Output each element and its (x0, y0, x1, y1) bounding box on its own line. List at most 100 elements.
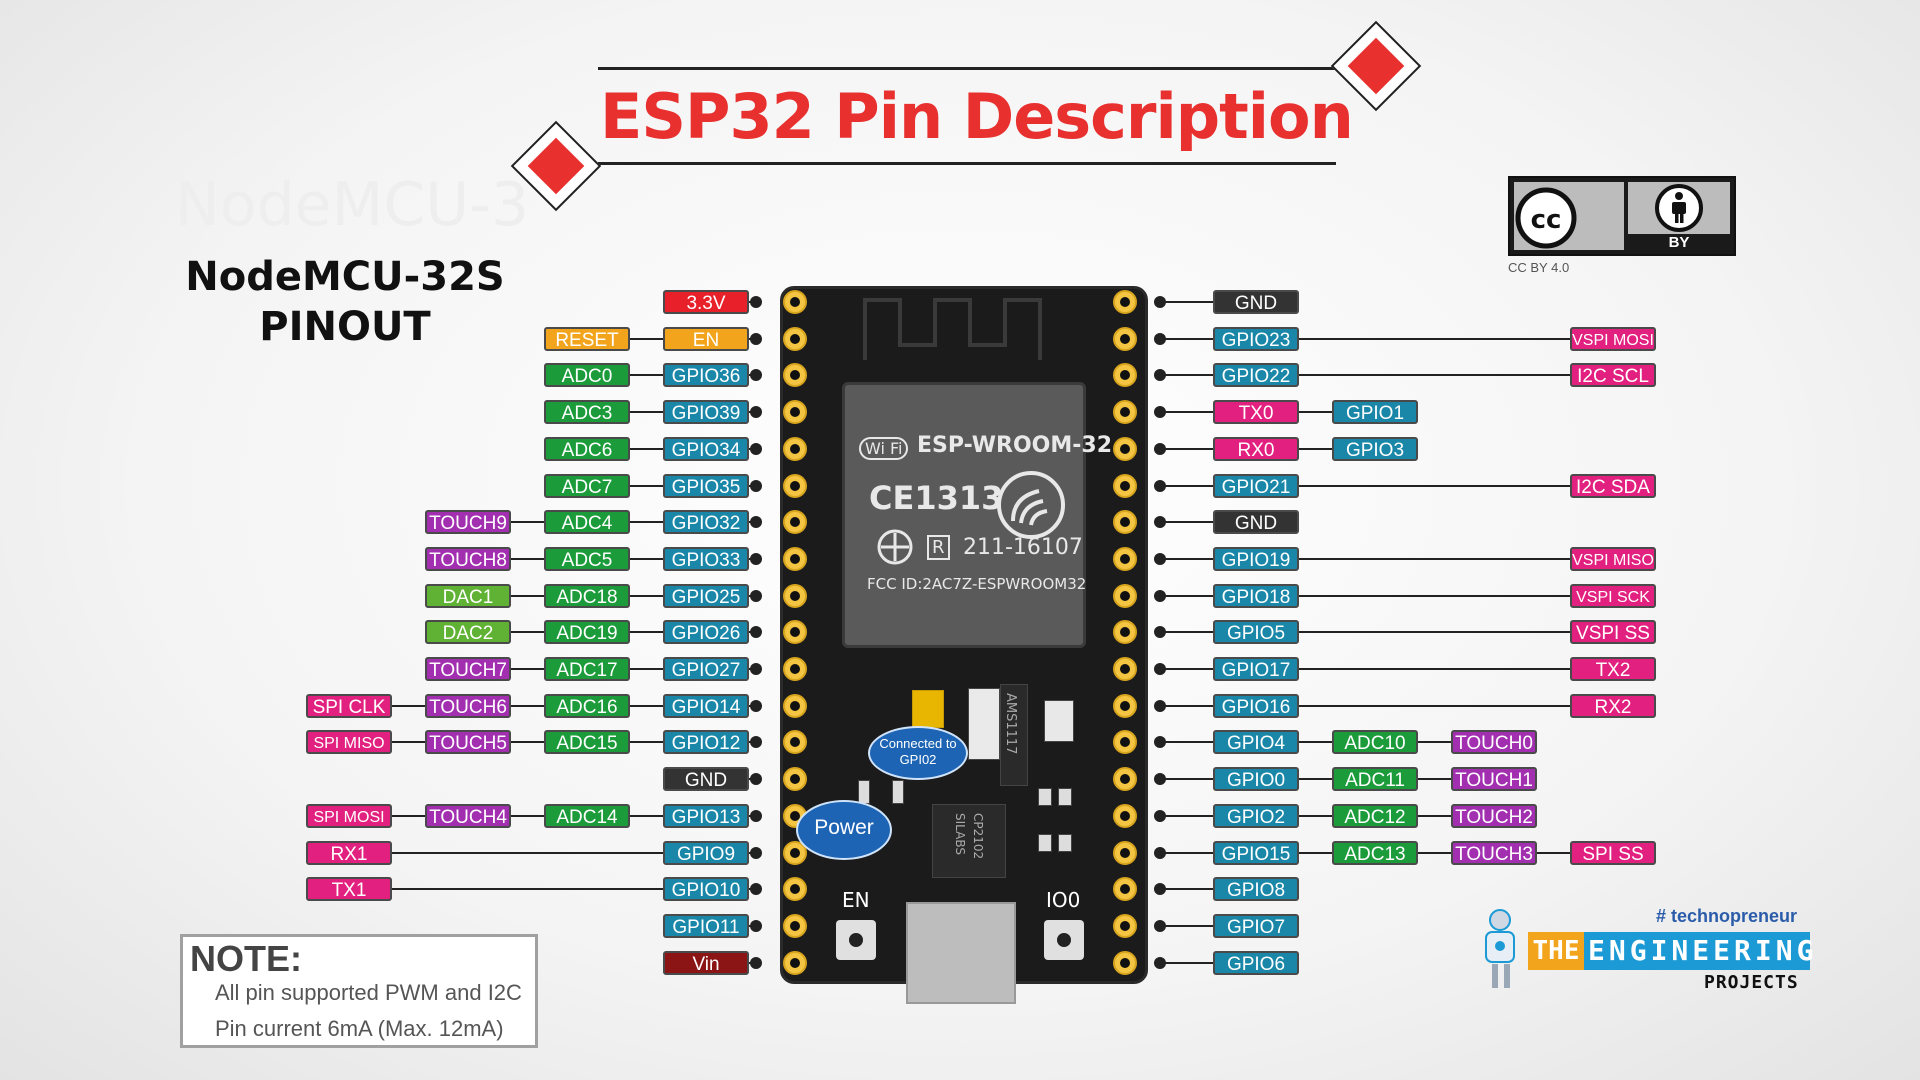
pin-connector-line (1160, 521, 1256, 524)
pin-label-gpio4: GPIO4 (1213, 730, 1299, 755)
header-pin-hole (783, 363, 807, 388)
pin-label-spi-miso: SPI MISO (306, 730, 392, 755)
smd-resistor (1038, 834, 1052, 852)
diamond-ornament-left (510, 120, 602, 212)
pin-connector-dot (1154, 809, 1166, 822)
io0-button[interactable] (1044, 920, 1084, 960)
pin-connector-dot (750, 332, 762, 345)
pin-connector-dot (750, 809, 762, 822)
pin-connector-dot (750, 442, 762, 455)
pin-connector-dot (1154, 956, 1166, 969)
pin-connector-dot (750, 626, 762, 639)
pin-connector-dot (1154, 296, 1166, 308)
header-pin-hole (1113, 657, 1137, 681)
en-button[interactable] (836, 920, 876, 960)
header-pin-hole (783, 326, 807, 351)
pin-connector-line (1160, 668, 1613, 670)
pin-connector-dot (1154, 369, 1166, 382)
header-pin-hole (783, 657, 807, 681)
subtitle-line-1: NodeMCU-32S (185, 254, 505, 300)
pin-connector-dot (750, 919, 762, 932)
svg-text:cc: cc (1531, 205, 1562, 235)
pin-label-gpio8: GPIO8 (1213, 877, 1299, 902)
pin-connector-dot (750, 296, 762, 308)
pin-connector-dot (750, 773, 762, 786)
pin-label-i2c-sda: I2C SDA (1570, 473, 1656, 498)
pin-label-vspi-miso: VSPI MISO (1570, 546, 1656, 571)
smd-resistor (1038, 788, 1052, 806)
header-pin-hole (1113, 436, 1137, 461)
pin-connector-dot (750, 699, 762, 712)
pin-connector-dot (1154, 516, 1166, 529)
usb-chip-label-2: CP2102 (971, 813, 985, 860)
note-line-1: All pin supported PWM and I2C (215, 980, 522, 1005)
pin-connector-line (349, 851, 756, 854)
pin-connector-line (1160, 337, 1613, 340)
module-name: ESP-WROOM-32 (917, 433, 1113, 458)
pin-label-gpio1: GPIO1 (1332, 400, 1418, 425)
pin-label-vin: Vin (663, 950, 749, 975)
micro-usb-port[interactable] (906, 902, 1016, 1004)
en-button-label: EN (842, 888, 870, 912)
pin-label-gpio9: GPIO9 (663, 840, 749, 865)
header-pin-hole (783, 767, 807, 792)
cc-license-badge: cc BY (1508, 176, 1736, 256)
ghost-watermark-text: NodeMCU-3 (175, 170, 529, 240)
subtitle-line-2: PINOUT (259, 304, 431, 350)
pin-label-adc6: ADC6 (544, 436, 630, 461)
pin-label-touch3: TOUCH3 (1451, 840, 1537, 865)
header-pin-hole (1113, 546, 1137, 571)
diagram-subtitle: NodeMCU-32S PINOUT (150, 252, 540, 352)
pin-label-adc5: ADC5 (544, 546, 630, 571)
pin-connector-dot (750, 516, 762, 529)
pin-label-gpio3: GPIO3 (1332, 436, 1418, 461)
pin-label-spi-ss: SPI SS (1570, 840, 1656, 865)
title-rule-top (598, 67, 1336, 70)
pin-label-gpio15: GPIO15 (1213, 840, 1299, 865)
pin-label-adc4: ADC4 (544, 510, 630, 535)
pin-label-gnd: GND (663, 767, 749, 792)
pin-connector-line (1160, 741, 1494, 744)
pin-label-gpio22: GPIO22 (1213, 363, 1299, 388)
pin-connector-line (1160, 374, 1613, 377)
header-pin-hole (1113, 803, 1137, 828)
pin-label-spi-clk: SPI CLK (306, 693, 392, 718)
pin-connector-line (1160, 557, 1613, 560)
header-pin-hole (783, 510, 807, 535)
pin-connector-dot (750, 736, 762, 749)
pin-connector-line (1160, 301, 1256, 303)
ce-mark: CE1313 (869, 479, 1004, 517)
pin-connector-dot (750, 846, 762, 859)
pin-label-reset: RESET (544, 326, 630, 351)
header-pin-hole (1113, 913, 1137, 938)
note-box (180, 934, 538, 1048)
pin-connector-line (1160, 961, 1256, 964)
pin-connector-line (349, 888, 756, 891)
logo-engineering: ENGINEERING (1588, 934, 1818, 967)
wifi-logo: Wi Fi (859, 437, 909, 460)
note-line-2: Pin current 6mA (Max. 12mA) (215, 1016, 504, 1041)
pin-label-adc19: ADC19 (544, 620, 630, 645)
header-pin-hole (1113, 767, 1137, 792)
cc-by-label: BY (1668, 234, 1690, 251)
note-title: NOTE: (190, 938, 302, 979)
pin-label-gpio6: GPIO6 (1213, 950, 1299, 975)
pin-label-gpio17: GPIO17 (1213, 657, 1299, 681)
pin-connector-dot (1154, 332, 1166, 345)
pin-connector-dot (1154, 736, 1166, 749)
pin-connector-dot (750, 589, 762, 602)
header-pin-hole (783, 877, 807, 902)
pin-connector-line (1160, 888, 1256, 891)
power-led (858, 780, 870, 804)
header-pin-hole (783, 620, 807, 645)
header-pin-hole (783, 473, 807, 498)
pin-label-gpio23: GPIO23 (1213, 326, 1299, 351)
pin-label-dac1: DAC1 (425, 583, 511, 608)
telec-mark-icon (877, 529, 913, 565)
pin-label-gpio2: GPIO2 (1213, 803, 1299, 828)
pin-label-touch0: TOUCH0 (1451, 730, 1537, 755)
antenna-trace (863, 298, 1042, 360)
pin-label-gpio25: GPIO25 (663, 583, 749, 608)
header-pin-hole (783, 913, 807, 938)
pin-connector-dot (1154, 552, 1166, 565)
